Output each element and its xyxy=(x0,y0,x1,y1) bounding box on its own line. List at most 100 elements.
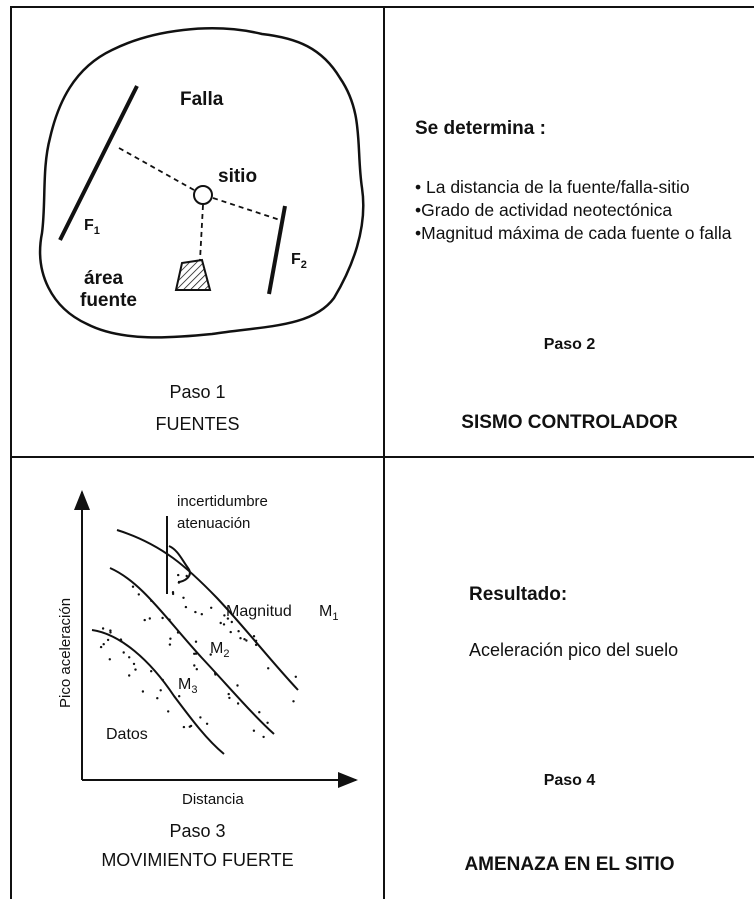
data-point xyxy=(132,662,136,666)
data-point xyxy=(228,696,231,700)
bullet-item: •Magnitud máxima de cada fuente o falla xyxy=(415,223,732,243)
data-point xyxy=(254,639,258,642)
data-point xyxy=(109,631,112,634)
label-f2: F2 xyxy=(291,251,307,271)
data-point xyxy=(101,627,105,630)
uncertainty-distribution xyxy=(168,545,191,583)
step-label: Paso 3 xyxy=(169,821,226,841)
data-point xyxy=(210,606,213,609)
data-point xyxy=(239,637,242,640)
panel-title: AMENAZA EN EL SITIO xyxy=(464,854,675,875)
label-falla: Falla xyxy=(180,89,224,110)
data-point xyxy=(161,616,164,620)
y-axis-label: Pico aceleración xyxy=(57,598,74,708)
data-point xyxy=(143,618,146,622)
fault-line-f1 xyxy=(58,85,139,241)
diagram-grid xyxy=(10,6,754,899)
data-point xyxy=(176,631,180,634)
data-point xyxy=(168,643,172,646)
data-point xyxy=(294,675,297,678)
data-point xyxy=(194,610,197,614)
attenuation-diagram: incertidumbre atenuación Pico aceleració… xyxy=(57,490,358,808)
data-point xyxy=(171,592,175,596)
data-point xyxy=(168,618,171,621)
annotation-atenuacion: atenuación xyxy=(177,515,250,532)
label-fuente: fuente xyxy=(80,290,137,311)
label-m2: M2 xyxy=(210,640,229,660)
horizontal-divider xyxy=(10,456,754,458)
result-text: Aceleración pico del suelo xyxy=(469,640,679,660)
region-outline xyxy=(38,27,365,339)
panel-title: SISMO CONTROLADOR xyxy=(461,412,678,433)
step-label: Paso 1 xyxy=(169,382,226,402)
data-point xyxy=(128,656,131,659)
distance-line-f2 xyxy=(212,197,281,221)
data-point xyxy=(209,653,212,656)
source-area-shape xyxy=(174,258,212,291)
data-point xyxy=(226,617,230,620)
data-point xyxy=(252,729,256,732)
data-point xyxy=(199,716,202,719)
data-point xyxy=(167,710,170,713)
data-point xyxy=(178,695,181,698)
data-point xyxy=(200,613,203,616)
bullet-item: •Grado de actividad neotectónica xyxy=(415,200,673,220)
data-point xyxy=(122,651,125,654)
data-point xyxy=(258,711,261,714)
data-point xyxy=(141,690,145,693)
panel-sismo-controlador: Se determina : • La distancia de la fuen… xyxy=(385,8,754,456)
distance-line-f1 xyxy=(118,147,195,191)
label-area: área xyxy=(84,268,124,289)
step-label: Paso 4 xyxy=(543,772,596,789)
label-m3: M3 xyxy=(178,676,197,696)
data-point xyxy=(119,638,123,641)
data-point xyxy=(184,605,188,609)
distance-line-area xyxy=(199,204,204,261)
label-f1: F1 xyxy=(84,217,100,237)
panel-movimiento-fuerte: incertidumbre atenuación Pico aceleració… xyxy=(12,458,383,899)
data-point xyxy=(230,620,233,624)
label-datos: Datos xyxy=(106,726,148,743)
data-point xyxy=(169,637,172,640)
heading: Se determina : xyxy=(415,118,546,139)
data-point xyxy=(109,629,112,632)
data-point xyxy=(177,573,180,577)
data-point xyxy=(171,591,175,594)
data-point xyxy=(254,643,258,647)
data-point xyxy=(193,664,196,667)
data-point xyxy=(128,674,131,677)
data-point xyxy=(237,630,240,633)
curve-m3 xyxy=(91,629,225,755)
data-point xyxy=(182,725,186,729)
data-point xyxy=(156,697,159,700)
data-point xyxy=(292,700,295,703)
data-points xyxy=(99,573,297,739)
data-point xyxy=(229,630,232,634)
data-point xyxy=(185,574,188,578)
data-point xyxy=(182,596,185,599)
data-point xyxy=(177,581,181,584)
data-point xyxy=(236,684,239,687)
data-point xyxy=(108,658,112,661)
data-point xyxy=(194,640,198,643)
data-point xyxy=(99,645,103,649)
data-point xyxy=(148,617,151,620)
bullet-list: • La distancia de la fuente/falla-sitio … xyxy=(415,176,735,245)
data-point xyxy=(219,621,222,625)
data-point xyxy=(236,702,240,705)
data-point xyxy=(223,614,226,617)
heading: Resultado: xyxy=(469,584,568,605)
data-point xyxy=(137,593,140,596)
sources-diagram: Falla sitio F1 F2 área fuente xyxy=(38,27,365,339)
data-point xyxy=(214,673,217,676)
data-point xyxy=(161,678,164,682)
data-point xyxy=(243,638,246,641)
panel-fuentes: Falla sitio F1 F2 área fuente Paso 1 FUE… xyxy=(12,8,383,456)
data-point xyxy=(159,689,162,692)
data-point xyxy=(150,599,153,602)
data-point xyxy=(262,735,265,739)
label-sitio: sitio xyxy=(218,166,257,187)
data-point xyxy=(227,692,230,696)
data-point xyxy=(193,652,196,655)
data-point xyxy=(266,721,269,724)
